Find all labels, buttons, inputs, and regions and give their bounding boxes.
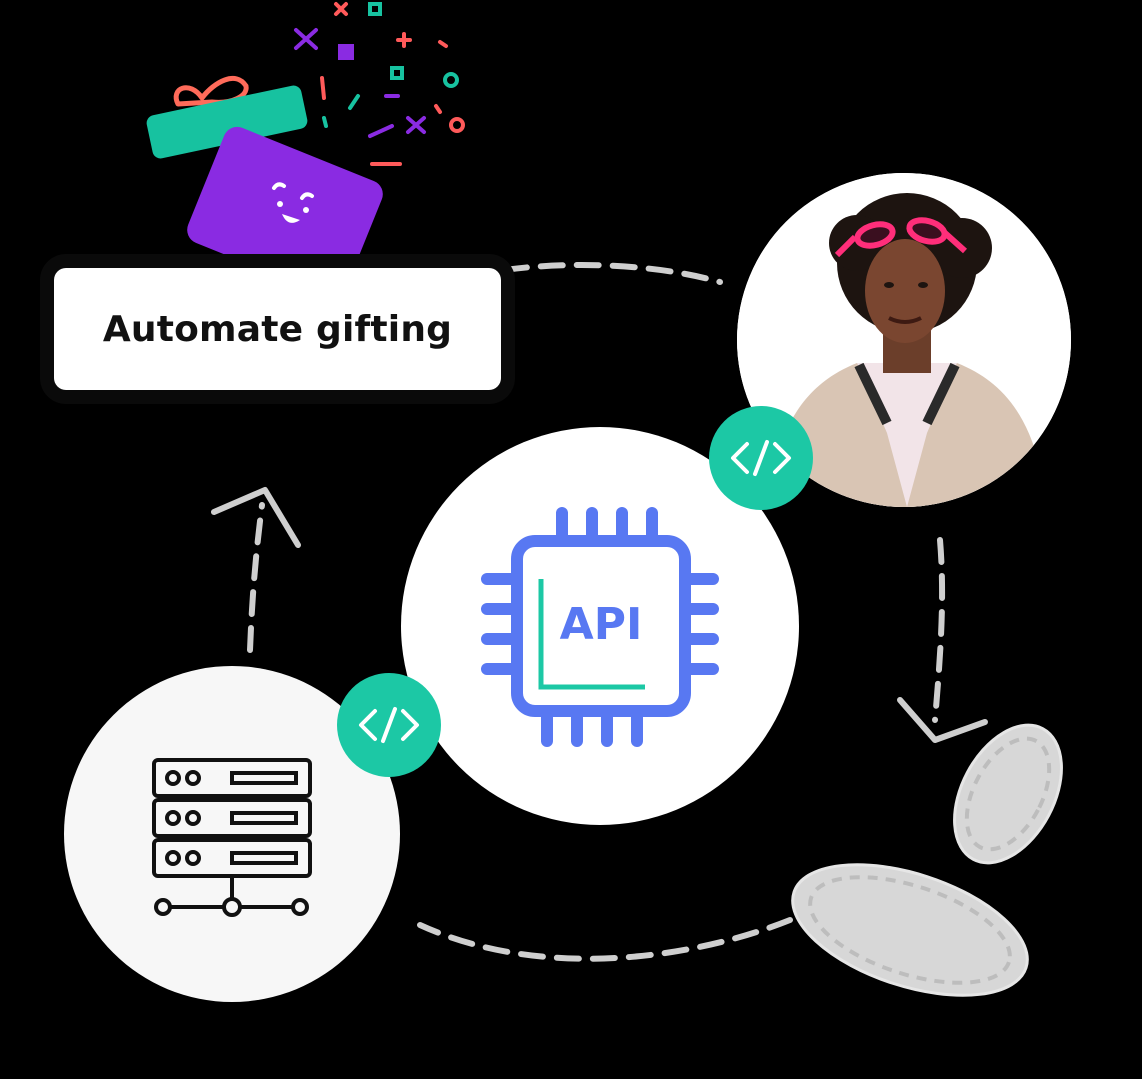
server-node: [64, 666, 400, 1002]
code-brackets-icon: [731, 440, 791, 476]
coin-upright: [953, 723, 1063, 865]
api-chip-icon: API: [481, 507, 719, 747]
connector-label-to-person: [502, 262, 723, 285]
code-brackets-icon: [359, 707, 419, 743]
automate-gifting-label: Automate gifting: [102, 308, 453, 350]
coin-flat: [791, 863, 1029, 997]
connector-server-to-label: [247, 502, 265, 653]
gift-lid: [146, 85, 308, 159]
api-label: API: [560, 599, 643, 650]
connector-coins-to-server: [417, 917, 793, 962]
arrow-up-head: [211, 487, 301, 548]
arrow-down-head: [897, 697, 988, 743]
person-avatar: [737, 173, 1071, 507]
person-photo: [737, 173, 1071, 507]
connector-person-to-coins: [932, 537, 946, 723]
gift-body: [187, 126, 383, 298]
automate-gifting-card: Automate gifting: [54, 268, 501, 390]
code-badge-server: [337, 673, 441, 777]
server-network-icon: [152, 758, 312, 917]
code-badge-person: [709, 406, 813, 510]
